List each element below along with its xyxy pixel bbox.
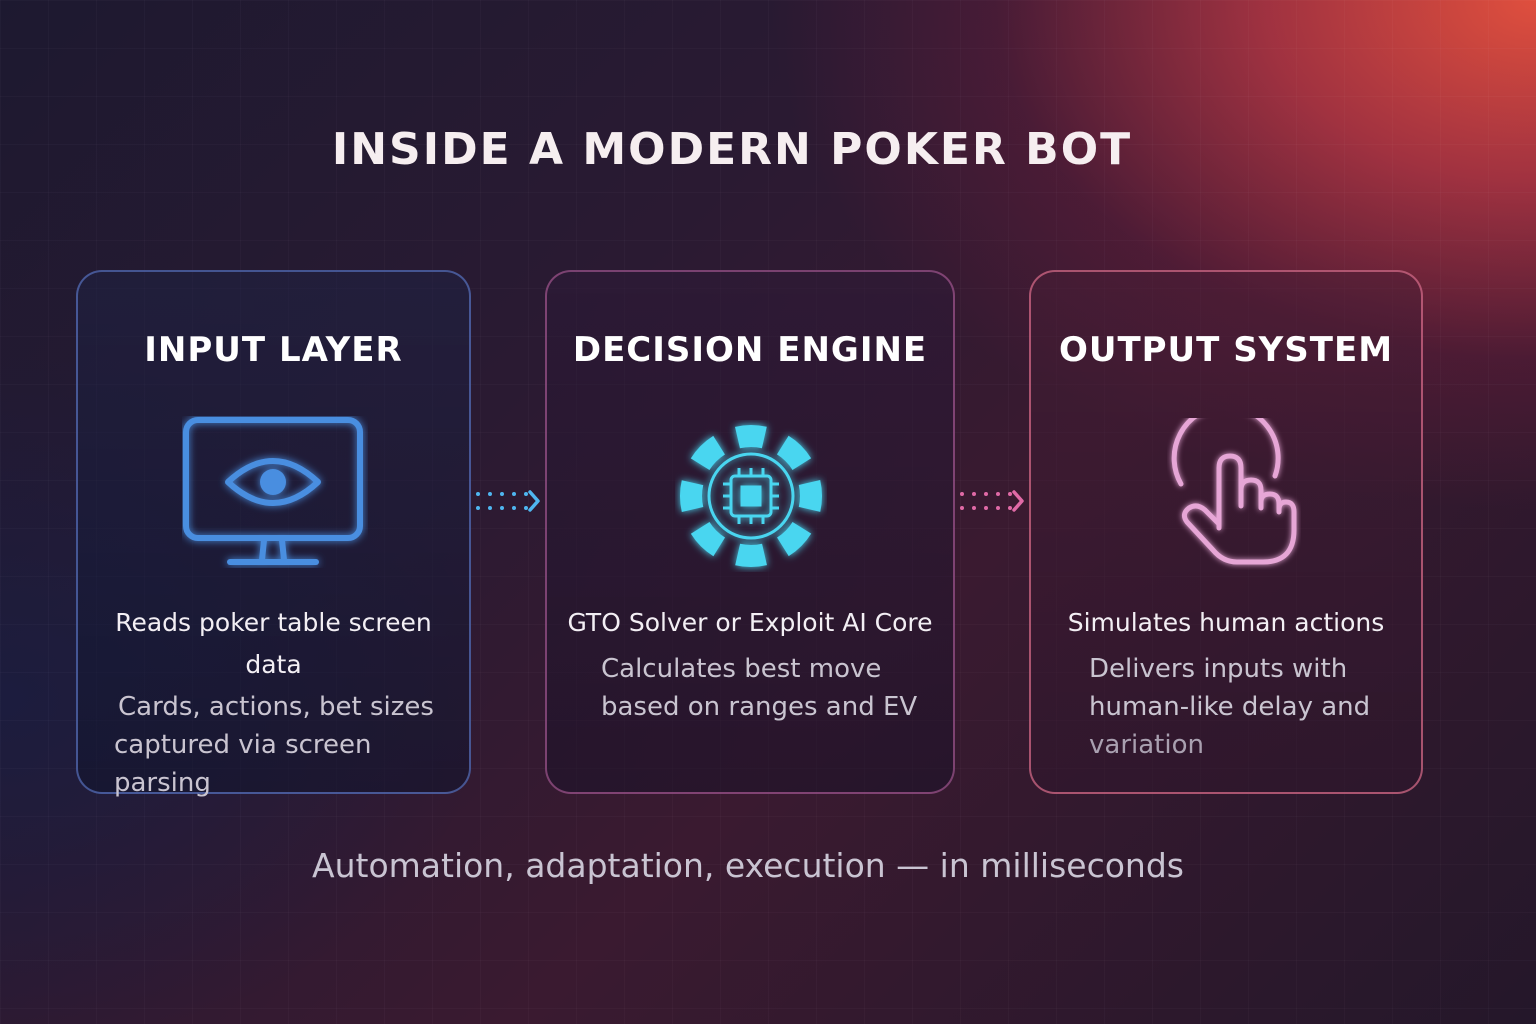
tap-hand-icon xyxy=(1171,418,1297,565)
card-input-layer: INPUT LAYER Reads poker table screen dat… xyxy=(76,270,471,798)
decision-secondary-line-2: based on ranges and EV xyxy=(601,692,918,722)
tagline: Automation, adaptation, execution — in m… xyxy=(312,846,1184,885)
card-decision-engine: DECISION ENGINE GTO Solver or Exploit AI… xyxy=(545,270,955,794)
chip-processor-icon xyxy=(680,425,822,567)
page-title: INSIDE A MODERN POKER BOT xyxy=(331,124,1133,175)
card-output-system: OUTPUT SYSTEM Simulates human actions De… xyxy=(1029,270,1423,794)
output-secondary-line-2: human-like delay and xyxy=(1089,692,1371,722)
input-secondary-line-1: Cards, actions, bet sizes xyxy=(118,692,434,722)
output-primary-text: Simulates human actions xyxy=(1067,608,1385,637)
card-title-decision: DECISION ENGINE xyxy=(572,330,928,370)
flow-arrow-decision-to-output xyxy=(960,490,1024,512)
input-primary-text: Reads poker table screen data xyxy=(115,608,432,679)
output-secondary-line-1: Delivers inputs with xyxy=(1089,654,1348,684)
card-title-input: INPUT LAYER xyxy=(144,330,403,370)
decision-secondary-line-1: Calculates best move xyxy=(601,654,882,684)
card-title-output: OUTPUT SYSTEM xyxy=(1058,330,1394,370)
flow-arrow-input-to-decision xyxy=(476,490,540,512)
decision-primary-text: GTO Solver or Exploit AI Core xyxy=(567,608,933,637)
output-secondary-line-3: variation xyxy=(1089,730,1204,760)
monitor-eye-icon xyxy=(183,417,363,565)
input-secondary-line-2: captured via screen parsing xyxy=(114,730,372,798)
